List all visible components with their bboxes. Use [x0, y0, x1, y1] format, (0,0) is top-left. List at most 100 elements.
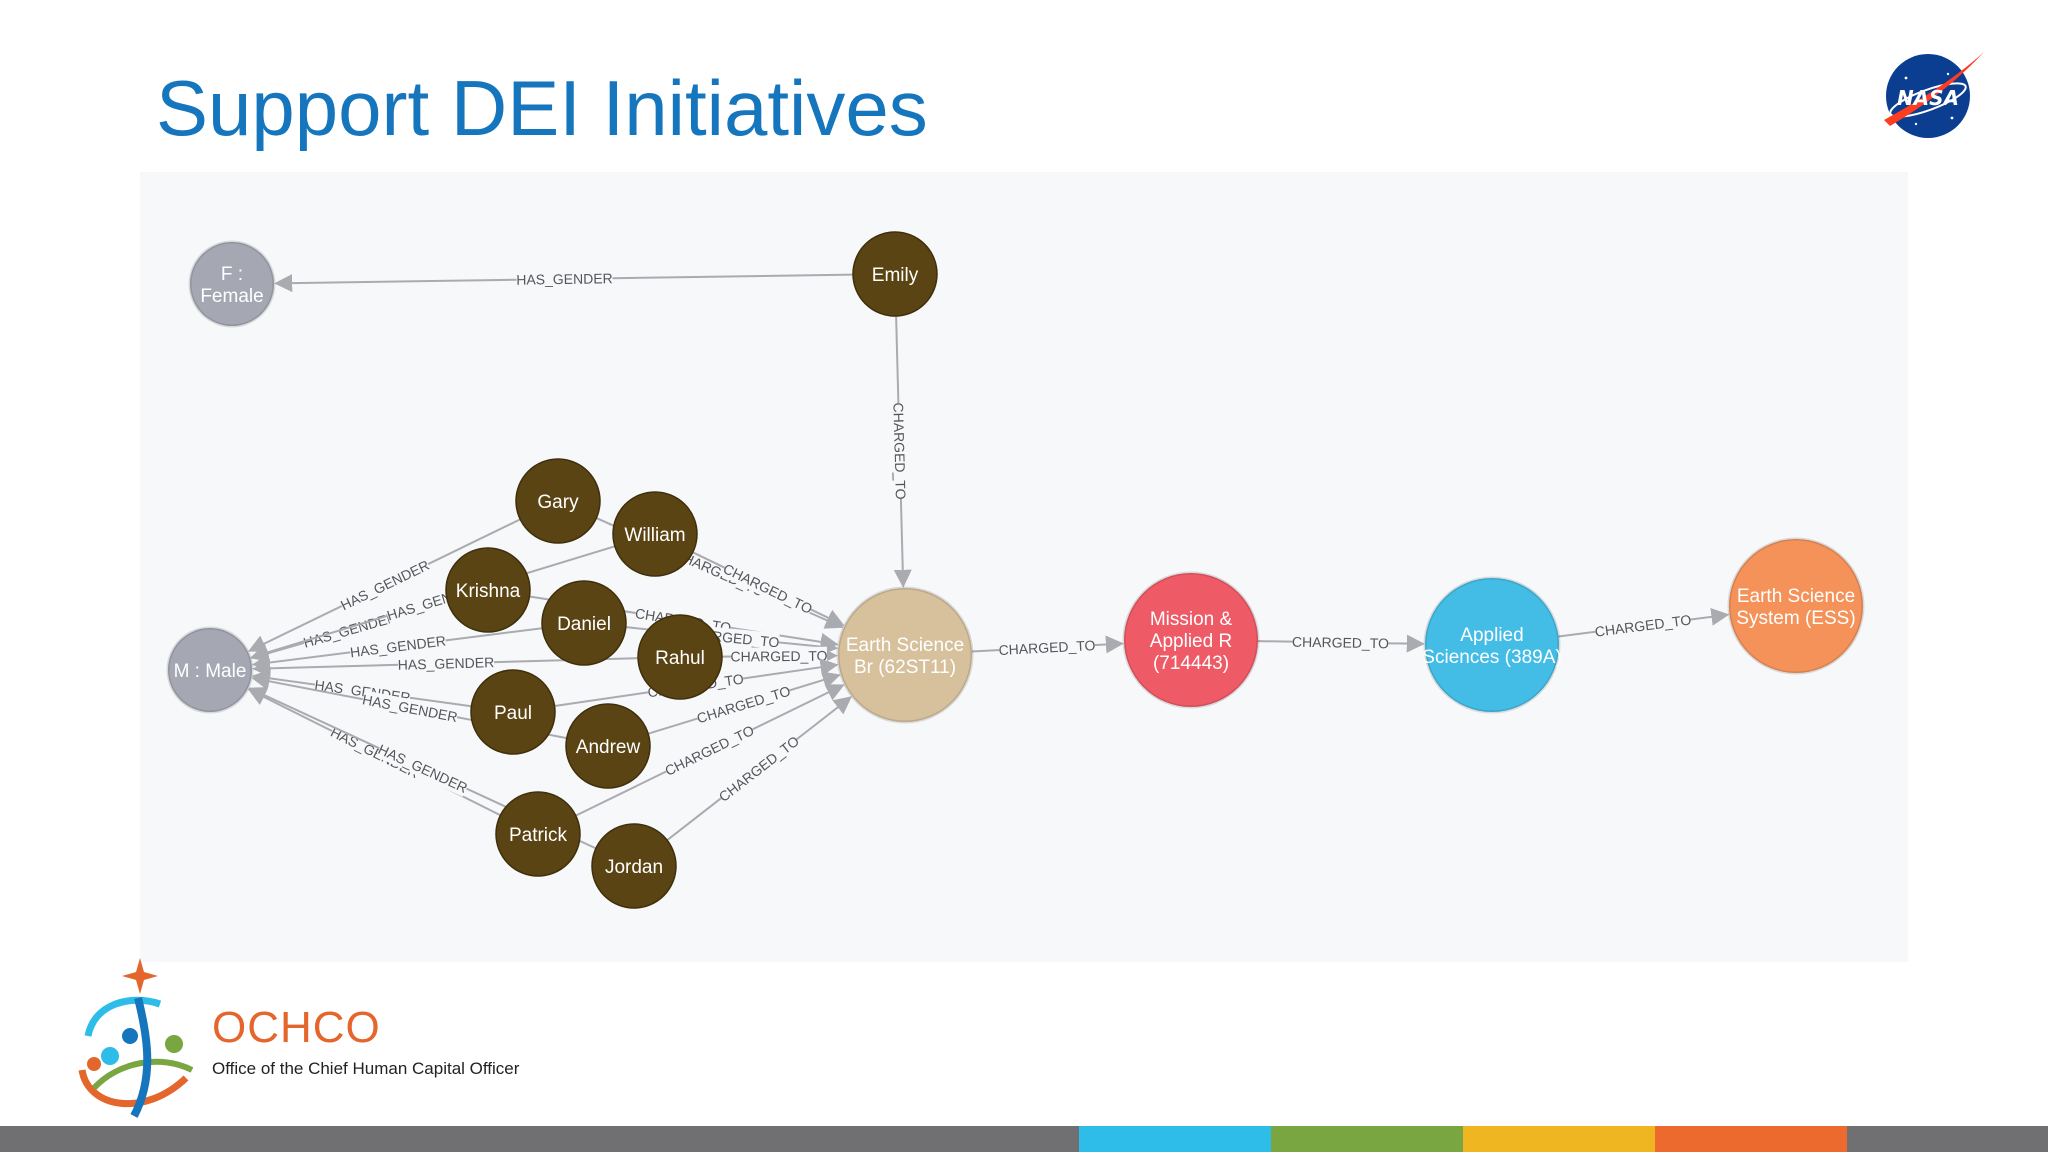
node-label: Andrew: [576, 737, 641, 758]
footer-segment: [0, 1126, 540, 1152]
edge-label-background: [1594, 610, 1692, 641]
edge-label-background: [720, 559, 815, 618]
node-label: Earth Science: [846, 635, 964, 656]
edge-applied-to-ess: CHARGED_TO: [1558, 607, 1730, 641]
node-label: F :: [221, 264, 243, 285]
node-label: Jordan: [605, 857, 663, 878]
edge-william-to-esb: CHARGED_TO: [692, 551, 845, 626]
node-label: Rahul: [655, 648, 705, 669]
node-krishna[interactable]: Krishna: [445, 547, 531, 633]
node-mission[interactable]: Mission &Applied R(714443): [1122, 571, 1260, 709]
node-label: Gary: [537, 492, 579, 513]
node-circle: [495, 791, 581, 877]
node-circle: [188, 240, 276, 328]
edge-label-background: [361, 690, 459, 727]
edge-label: HAS_GENDER: [398, 654, 495, 673]
footer-segment: [1079, 1126, 1271, 1152]
edge-label-background: [998, 636, 1096, 660]
node-label: Patrick: [509, 825, 568, 846]
node-label: Mission &: [1150, 609, 1233, 630]
nodes-layer: F :Female M : Male EmilyGaryWilliamKrishna…: [166, 231, 1865, 909]
node-label: Applied R: [1150, 631, 1232, 652]
node-label: Krishna: [456, 581, 521, 602]
edge-label-background: [327, 722, 422, 782]
footer-segment: [1847, 1126, 2048, 1152]
edge-label-background: [349, 631, 447, 662]
edge-mission-to-applied: CHARGED_TO: [1257, 632, 1425, 653]
node-circle: [470, 669, 556, 755]
footer-segment: [540, 1126, 1079, 1152]
footer-segment: [1655, 1126, 1847, 1152]
nasa-logo-text: NASA: [1897, 86, 1959, 110]
node-label: Sciences (389A): [1422, 647, 1561, 668]
node-label: Applied: [1460, 625, 1523, 646]
edge-label-background: [889, 402, 910, 500]
edge-label-background: [337, 555, 433, 615]
edge-label-background: [397, 653, 495, 674]
edge-label: CHARGED_TO: [730, 648, 827, 665]
node-rahul[interactable]: Rahul: [637, 614, 723, 700]
edge-label-background: [730, 646, 828, 666]
edge-rahul-to-esb: CHARGED_TO: [721, 646, 838, 666]
node-patrick[interactable]: Patrick: [495, 791, 581, 877]
graph-panel: [140, 172, 1908, 962]
ochco-name: OCHCO: [212, 1003, 381, 1052]
node-male[interactable]: M : Male: [166, 626, 254, 714]
node-circle: [166, 626, 254, 714]
node-circle: [445, 547, 531, 633]
node-label: (714443): [1153, 653, 1229, 674]
ochco-full-name: Office of the Chief Human Capital Office…: [212, 1059, 520, 1078]
edge-label-background: [662, 721, 757, 780]
footer-segment: [1463, 1126, 1655, 1152]
edge-label-background: [715, 732, 803, 806]
ochco-emblem-icon: [78, 958, 194, 1118]
edge-label-background: [375, 740, 471, 797]
node-label: Paul: [494, 703, 532, 724]
node-circle: [565, 703, 651, 789]
edge-label-background: [1292, 632, 1389, 653]
node-daniel[interactable]: Daniel: [541, 580, 627, 666]
edge-label-background: [516, 269, 613, 289]
slide-title: Support DEI Initiatives: [156, 64, 928, 152]
node-label: Female: [200, 286, 263, 307]
node-circle: [515, 458, 601, 544]
node-paul[interactable]: Paul: [470, 669, 556, 755]
node-label: M : Male: [174, 661, 247, 682]
footer-segment: [1271, 1126, 1463, 1152]
edge-label-background: [695, 681, 793, 728]
node-label: Daniel: [557, 614, 611, 635]
node-circle: [1423, 576, 1561, 714]
node-gary[interactable]: Gary: [515, 458, 601, 544]
node-jordan[interactable]: Jordan: [591, 823, 677, 909]
node-william[interactable]: William: [612, 491, 698, 577]
edge-label: CHARGED_TO: [1594, 612, 1692, 640]
node-label: System (ESS): [1736, 608, 1855, 629]
node-circle: [1727, 537, 1865, 675]
node-circle: [637, 614, 723, 700]
node-circle: [852, 231, 938, 317]
edge-emily-to-female: HAS_GENDER: [274, 269, 854, 293]
node-circle: [612, 491, 698, 577]
edge-esb-to-mission: CHARGED_TO: [971, 635, 1124, 660]
node-circle: [591, 823, 677, 909]
edge-label: HAS_GENDER: [516, 270, 613, 287]
node-circle: [836, 586, 974, 724]
node-circle: [541, 580, 627, 666]
edge-label: CHARGED_TO: [1292, 634, 1389, 652]
node-circle: [1122, 571, 1260, 709]
edge-label: CHARGED_TO: [890, 402, 909, 499]
node-label: Br (62ST11): [854, 657, 956, 678]
node-female[interactable]: F :Female: [188, 240, 276, 328]
node-andrew[interactable]: Andrew: [565, 703, 651, 789]
node-label: Earth Science: [1737, 586, 1855, 607]
edge-label: CHARGED_TO: [998, 637, 1096, 658]
node-emily[interactable]: Emily: [852, 231, 938, 317]
node-label: William: [624, 525, 685, 546]
nasa-logo: NASA: [1884, 52, 1984, 138]
node-label: Emily: [872, 265, 919, 286]
footer-color-bar: [0, 1126, 2048, 1152]
